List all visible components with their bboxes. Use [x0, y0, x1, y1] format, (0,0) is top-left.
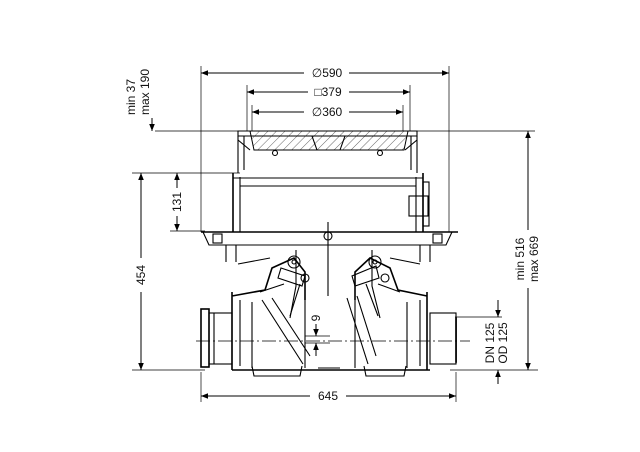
valve-body	[231, 222, 430, 377]
pipe-connections	[196, 308, 470, 368]
dim-overall-length: 645	[318, 389, 338, 403]
dim-top-square: □379	[314, 85, 342, 99]
dim-total-height-max: max 669	[527, 236, 541, 282]
dim-top-outer: ∅590	[312, 66, 343, 80]
dim-pipe-od: OD 125	[496, 322, 510, 364]
dim-total-height-min: min 516	[513, 237, 527, 280]
cover-assembly	[237, 130, 418, 173]
dim-step: 9	[309, 314, 323, 321]
dim-pipe-dn: DN 125	[483, 322, 497, 363]
dim-top-offset-min: min 37	[124, 79, 138, 115]
dim-top-inner: ∅360	[312, 105, 343, 119]
dim-body-height: 454	[134, 265, 148, 285]
shaft-collar	[201, 173, 458, 262]
dim-top-offset-max: max 190	[138, 69, 152, 115]
dimension-labels: ∅590 □379 ∅360 min 37 max 190 131 454 mi…	[124, 66, 541, 403]
dim-collar-height: 131	[170, 192, 184, 212]
cover-plate	[249, 130, 409, 151]
